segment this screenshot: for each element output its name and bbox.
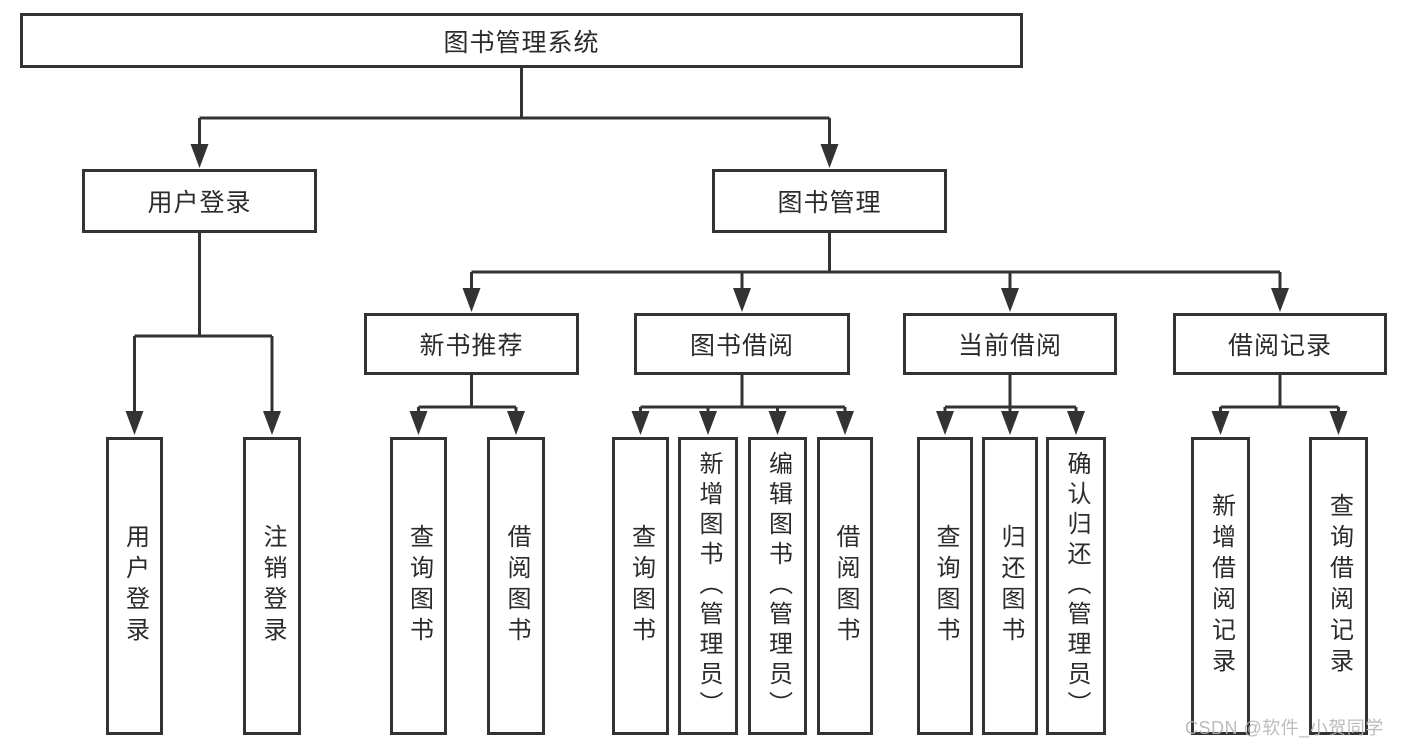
leaf-logout: 注销登录: [243, 437, 301, 735]
leaf-edit-book-admin: 编辑图书（管理员）: [748, 437, 807, 735]
node-user-login: 用户登录: [82, 169, 317, 233]
leaf-borrow-books: 借阅图书: [487, 437, 545, 735]
leaf-query-books: 查询图书: [917, 437, 973, 735]
leaf-return-books: 归还图书: [982, 437, 1038, 735]
watermark: CSDN @软件_小贺同学: [1185, 718, 1384, 738]
leaf-user-login: 用户登录: [106, 437, 163, 735]
leaf-query-borrow-record: 查询借阅记录: [1309, 437, 1368, 735]
leaf-query-books: 查询图书: [390, 437, 447, 735]
node-borrowing-records: 借阅记录: [1173, 313, 1387, 375]
node-current-borrowing: 当前借阅: [903, 313, 1117, 375]
leaf-add-borrow-record: 新增借阅记录: [1191, 437, 1250, 735]
leaf-borrow-books: 借阅图书: [817, 437, 873, 735]
connector-lines: [133, 68, 1340, 415]
arrowheads: [125, 144, 1348, 435]
node-book-borrowing: 图书借阅: [634, 313, 850, 375]
leaf-add-book-admin: 新增图书（管理员）: [678, 437, 738, 735]
leaf-query-books: 查询图书: [612, 437, 669, 735]
node-new-book-recommendation: 新书推荐: [364, 313, 579, 375]
leaf-confirm-return-admin: 确认归还（管理员）: [1046, 437, 1106, 735]
node-book-management: 图书管理: [712, 169, 947, 233]
node-library-management-system: 图书管理系统: [20, 13, 1023, 68]
